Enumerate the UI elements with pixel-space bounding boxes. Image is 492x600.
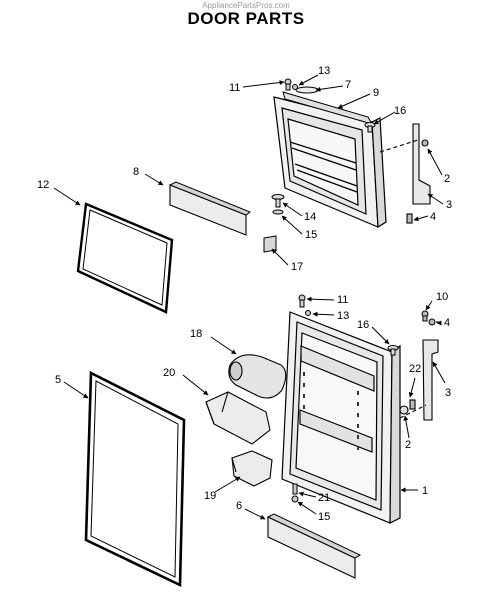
bottom-small-parts	[291, 483, 299, 503]
callout-14: 14	[304, 211, 316, 223]
callout-7: 7	[345, 79, 351, 91]
callout-13-bottom: 13	[337, 310, 349, 322]
bottom-screws	[298, 294, 311, 316]
callout-9: 9	[373, 87, 379, 99]
callout-11-bottom: 11	[337, 294, 348, 306]
callout-3-bottom: 3	[445, 387, 451, 399]
callout-12: 12	[37, 179, 49, 191]
callout-10: 10	[436, 291, 448, 303]
page-title: DOOR PARTS	[187, 9, 305, 28]
callout-6: 6	[236, 500, 242, 512]
callout-13-top: 13	[318, 65, 330, 77]
callout-22: 22	[409, 363, 421, 375]
callout-15-top: 15	[305, 229, 317, 241]
fresh-food-door	[281, 311, 401, 524]
callout-2-bottom: 2	[405, 439, 411, 451]
part-12-freezer-gasket	[76, 202, 174, 314]
callout-8: 8	[133, 166, 139, 178]
part-19-small-bin	[231, 450, 273, 487]
part-18-dairy-bin	[228, 354, 287, 399]
part-7-trim	[295, 86, 319, 94]
callout-19: 19	[204, 490, 216, 502]
callout-17: 17	[291, 261, 303, 273]
watermark: AppliancePartsPros.com	[202, 1, 290, 10]
callout-2-top: 2	[444, 173, 450, 185]
callout-11-top: 11	[229, 82, 240, 94]
part-20-door-bin	[205, 391, 271, 445]
callout-18: 18	[190, 328, 202, 340]
callout-3-top: 3	[446, 199, 452, 211]
part-16-plug-bottom	[387, 345, 399, 356]
bottom-hinge-assembly	[399, 339, 439, 421]
callout-5: 5	[55, 374, 61, 386]
callout-16-bottom: 16	[357, 319, 369, 331]
callout-4-bottom: 4	[444, 317, 450, 329]
bottom-hinge-screws	[421, 310, 436, 326]
top-hinge-assembly	[379, 123, 431, 224]
callout-20: 20	[163, 367, 175, 379]
top-screws	[284, 78, 298, 91]
top-small-parts	[263, 194, 285, 253]
callout-21: 21	[318, 492, 330, 504]
leader-lines	[53, 74, 446, 520]
callout-15-bottom: 15	[318, 511, 330, 523]
callout-4-top: 4	[430, 211, 436, 223]
callout-labels: 11 13 7 9 16 2 3 4 14 15 17 8 12 11 13 1…	[37, 65, 452, 523]
part-5-fresh-food-gasket	[84, 370, 186, 588]
part-16-plug-top	[364, 122, 376, 133]
freezer-door	[273, 96, 387, 229]
callout-16-top: 16	[394, 105, 406, 117]
callout-1: 1	[422, 485, 428, 497]
